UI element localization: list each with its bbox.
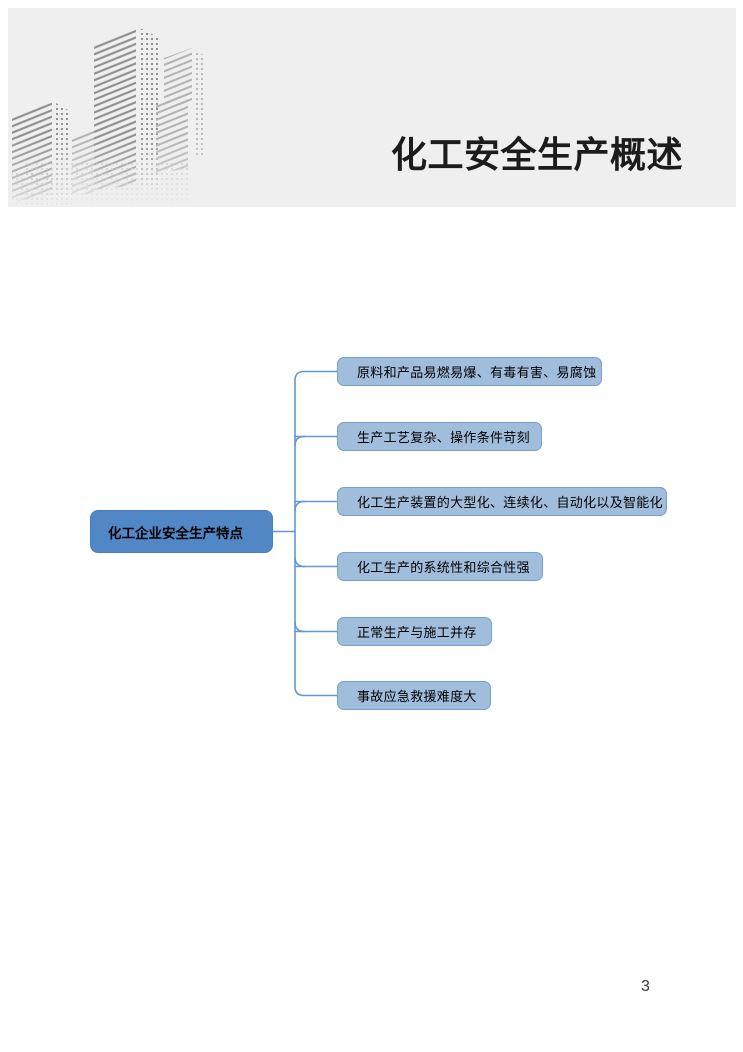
diagram-branch-node-2: 生产工艺复杂、操作条件苛刻 [337,422,542,451]
page-header: 化工安全生产概述 [8,8,736,207]
page-number: 3 [641,978,650,995]
diagram-branch-label: 化工生产的系统性和综合性强 [357,560,530,575]
diagram-branch-node-5: 正常生产与施工并存 [337,617,492,646]
diagram-root-node: 化工企业安全生产特点 [90,510,273,553]
diagram-branch-node-4: 化工生产的系统性和综合性强 [337,552,543,581]
diagram-branch-node-6: 事故应急救援难度大 [337,681,491,710]
diagram-branch-label: 生产工艺复杂、操作条件苛刻 [357,430,530,445]
diagram-branch-label: 原料和产品易燃易爆、有毒有害、易腐蚀 [357,365,597,380]
diagram-branch-label: 事故应急救援难度大 [357,689,477,704]
diagram-root-label: 化工企业安全生产特点 [108,525,243,541]
diagram-branch-node-1: 原料和产品易燃易爆、有毒有害、易腐蚀 [337,357,602,386]
diagram-branch-node-3: 化工生产装置的大型化、连续化、自动化以及智能化 [337,487,667,516]
diagram-branch-label: 正常生产与施工并存 [357,625,477,640]
page-title: 化工安全生产概述 [391,134,684,175]
diagram-branch-label: 化工生产装置的大型化、连续化、自动化以及智能化 [357,495,663,510]
city-buildings-icon [12,26,205,205]
